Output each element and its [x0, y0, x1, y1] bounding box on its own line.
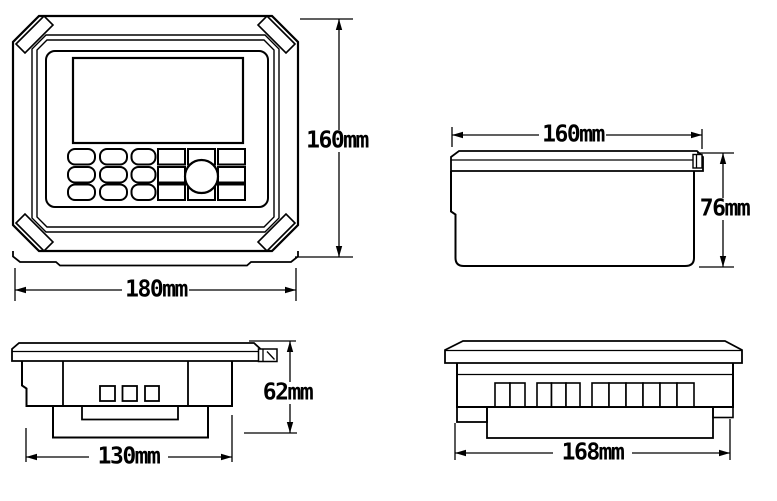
front-bottom-lip [12, 251, 299, 267]
bottom-width-label: 130mm [98, 444, 160, 470]
bottom-lower-step [52, 406, 209, 439]
side-view [450, 150, 704, 267]
rear-view [444, 340, 743, 439]
corner-pad-bottom-left [14, 212, 55, 253]
side-width-dimension: 160mm [451, 122, 703, 149]
numeric-keypad [67, 148, 157, 201]
bottom-width-dimension: 130mm [25, 415, 233, 470]
corner-pad-top-left [14, 14, 55, 55]
front-width-dimension: 180mm [14, 268, 297, 303]
front-outer-bezel [11, 14, 300, 253]
bottom-height-label: 62mm [263, 380, 313, 406]
function-keypad [157, 148, 246, 201]
display-screen [71, 56, 245, 145]
bottom-step-notch [81, 406, 179, 421]
rear-right-step [712, 406, 734, 419]
side-width-label: 160mm [542, 122, 604, 148]
corner-pad-bottom-right [256, 212, 297, 253]
side-height-label: 76mm [700, 196, 750, 222]
front-view [11, 14, 300, 267]
rear-front-bar [444, 340, 743, 364]
front-height-dimension: 160mm [295, 18, 370, 258]
rear-width-dimension: 168mm [454, 419, 731, 466]
rear-width-label: 168mm [562, 440, 624, 466]
front-panel [45, 50, 269, 208]
side-height-dimension: 76mm [697, 152, 752, 268]
front-width-label: 180mm [125, 277, 187, 303]
bottom-connectors [99, 385, 160, 402]
round-key [183, 158, 220, 195]
bottom-height-dimension: 62mm [244, 340, 315, 434]
rear-left-foot [456, 406, 488, 423]
front-height-label: 160mm [306, 128, 368, 154]
bottom-body [21, 361, 233, 407]
bottom-view [11, 342, 278, 439]
side-front-lip [450, 150, 704, 172]
rear-back-plate [486, 406, 714, 439]
side-lip-end-cap [692, 153, 703, 169]
side-body [450, 171, 695, 267]
corner-pad-top-right [256, 14, 297, 55]
terminal-blocks [494, 382, 695, 408]
